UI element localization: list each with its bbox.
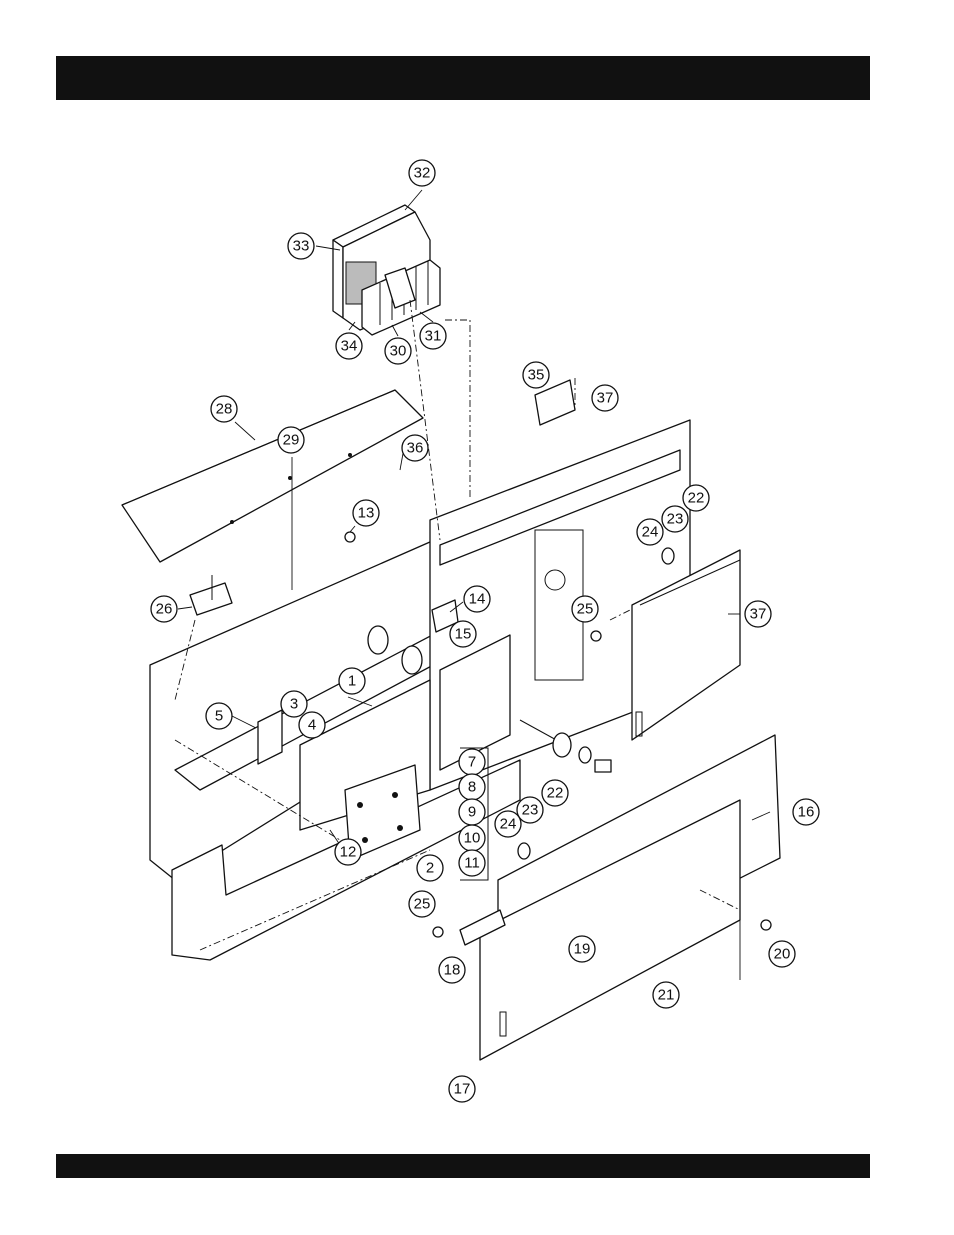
callout-15: 26 [151,596,177,622]
callout-29: 24 [495,811,521,837]
callout-label: 22 [688,490,705,507]
callout-label: 11 [464,855,480,872]
callout-label: 21 [658,987,675,1004]
top-cover-panel [122,390,423,562]
callout-label: 8 [468,779,476,796]
callout-06: 35 [523,362,549,388]
callout-label: 25 [414,896,431,913]
callout-01: 32 [409,160,435,186]
callout-30: 16 [793,799,819,825]
callout-37: 20 [769,941,795,967]
callout-18: 25 [572,596,598,622]
callout-label: 22 [547,785,564,802]
callout-label: 14 [469,591,486,608]
callout-13: 23 [662,506,688,532]
callout-label: 17 [454,1081,471,1098]
callout-label: 35 [528,367,545,384]
callout-07: 37 [592,385,618,411]
callout-34: 11 [459,850,485,876]
callout-10: 36 [402,435,428,461]
callout-label: 20 [774,946,791,963]
callout-label: 36 [407,440,424,457]
callout-label: 28 [216,401,233,418]
callout-label: 5 [215,708,223,725]
callout-32: 12 [335,839,361,865]
callout-label: 29 [283,432,300,449]
callout-36: 19 [569,936,595,962]
callout-19: 37 [745,601,771,627]
callout-03: 34 [336,333,362,359]
callout-38: 18 [439,957,465,983]
callout-16: 14 [464,586,490,612]
callout-label: 12 [340,844,357,861]
callout-11: 13 [353,500,379,526]
callout-22: 5 [206,703,232,729]
callout-label: 1 [348,673,356,690]
callout-label: 3 [290,696,298,713]
callout-label: 30 [390,343,407,360]
callout-33: 2 [417,855,443,881]
callout-17: 15 [450,621,476,647]
callout-label: 31 [425,328,442,345]
callout-label: 24 [642,524,659,541]
callout-label: 24 [500,816,517,833]
callout-label: 33 [293,238,310,255]
footer-bar [56,1154,870,1178]
callout-05: 31 [420,323,446,349]
callout-label: 4 [308,717,316,734]
callout-21: 3 [281,691,307,717]
callout-08: 28 [211,396,237,422]
callout-24: 7 [459,749,485,775]
callout-14: 24 [637,519,663,545]
callout-label: 23 [667,511,684,528]
callout-label: 7 [468,754,476,771]
callout-40: 17 [449,1076,475,1102]
callout-label: 10 [464,830,481,847]
callout-26: 22 [542,780,568,806]
callout-31: 10 [459,825,485,851]
callout-label: 26 [156,601,173,618]
callout-20: 1 [339,668,365,694]
callout-23: 4 [299,712,325,738]
callout-label: 34 [341,338,358,355]
callout-04: 30 [385,338,411,364]
callout-label: 37 [597,390,614,407]
callout-label: 15 [455,626,472,643]
callout-39: 21 [653,982,679,1008]
callout-12: 22 [683,485,709,511]
callout-label: 23 [522,802,539,819]
callout-label: 16 [798,804,815,821]
callout-25: 8 [459,774,485,800]
callout-label: 32 [414,165,431,182]
callout-02: 33 [288,233,314,259]
callout-label: 19 [574,941,591,958]
callout-label: 25 [577,601,594,618]
callout-label: 2 [426,860,434,877]
callout-label: 13 [358,505,375,522]
callout-label: 37 [750,606,767,623]
callout-label: 9 [468,804,476,821]
callout-28: 23 [517,797,543,823]
callout-label: 18 [444,962,461,979]
callout-09: 29 [278,427,304,453]
callout-35: 25 [409,891,435,917]
callout-27: 9 [459,799,485,825]
